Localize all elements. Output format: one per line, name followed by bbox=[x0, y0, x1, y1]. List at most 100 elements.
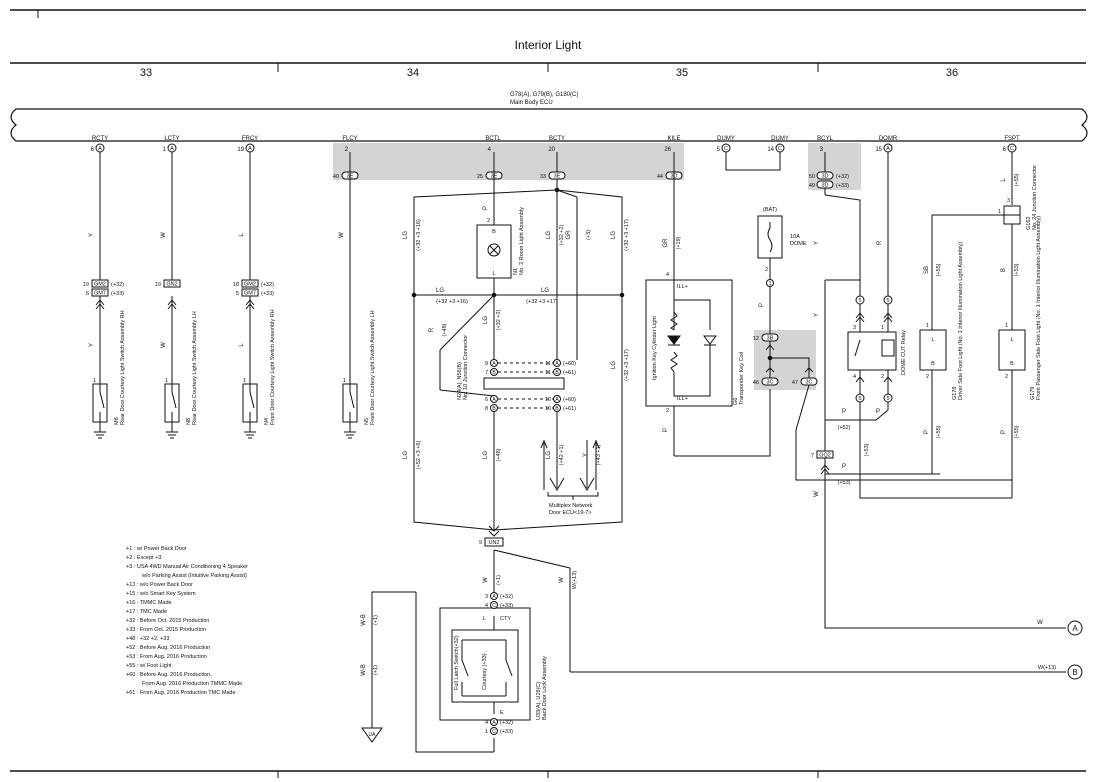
svg-text:11: 11 bbox=[545, 361, 551, 367]
junction-3b: 3B 3C 3C 12 46 47 bbox=[753, 333, 1012, 481]
svg-text:(+32): (+32) bbox=[500, 720, 513, 726]
svg-text:+13 : w/o Power Back Door: +13 : w/o Power Back Door bbox=[126, 582, 193, 588]
svg-text:5: 5 bbox=[858, 298, 861, 304]
svg-text:CTY: CTY bbox=[500, 616, 511, 622]
svg-text:19: 19 bbox=[155, 282, 161, 288]
svg-text:7: 7 bbox=[485, 370, 488, 376]
wires bbox=[99, 152, 1066, 753]
svg-text:(+53): (+53) bbox=[1014, 263, 1020, 276]
svg-text:10: 10 bbox=[545, 406, 551, 412]
svg-text:A: A bbox=[170, 146, 174, 152]
svg-text:5: 5 bbox=[886, 298, 889, 304]
svg-text:2: 2 bbox=[666, 408, 669, 414]
svg-text:4: 4 bbox=[485, 720, 488, 726]
svg-text:P: P bbox=[759, 303, 765, 307]
svg-text:3C: 3C bbox=[766, 380, 773, 386]
svg-text:(+33): (+33) bbox=[500, 729, 513, 735]
svg-text:LG: LG bbox=[403, 451, 409, 459]
svg-text:(+19): (+19) bbox=[676, 236, 682, 249]
svg-text:49: 49 bbox=[809, 183, 815, 189]
svg-text:G162: G162 bbox=[1026, 217, 1032, 230]
svg-text:9: 9 bbox=[485, 361, 488, 367]
svg-text:ILL+: ILL+ bbox=[677, 396, 688, 402]
svg-text:5: 5 bbox=[858, 396, 861, 402]
svg-text:P: P bbox=[1001, 430, 1007, 434]
door-switches: 1 1 1 1 M6 Rear Door Courtesy Light Swit… bbox=[92, 309, 376, 439]
svg-text:R: R bbox=[877, 240, 883, 245]
foot-light-g178: L B 1 2 G178 Driver Side Foot Light (No.… bbox=[860, 242, 964, 475]
svg-text:(+60): (+60) bbox=[563, 361, 576, 367]
svg-text:P: P bbox=[483, 206, 489, 210]
svg-text:W-B: W-B bbox=[361, 664, 367, 676]
ecu-connector-codes: G78(A), G79(B), G180(C) bbox=[510, 92, 578, 98]
svg-text:+2 : Except +3: +2 : Except +3 bbox=[126, 555, 161, 561]
svg-text:40: 40 bbox=[333, 174, 339, 180]
room-light-n1: 2 B L N1 No. 2 Room Light Assembly bbox=[411, 187, 625, 298]
svg-text:B: B bbox=[492, 406, 496, 412]
svg-text:+60 : Before Aug. 2016 Product: +60 : Before Aug. 2016 Production, bbox=[126, 672, 212, 678]
pin-label: DUMY bbox=[717, 136, 735, 142]
svg-text:SB: SB bbox=[924, 266, 930, 274]
svg-text:1: 1 bbox=[165, 378, 168, 384]
svg-text:W: W bbox=[161, 232, 167, 238]
svg-text:1: 1 bbox=[243, 378, 246, 384]
pin-label: FLCY bbox=[342, 136, 357, 142]
svg-text:B: B bbox=[1010, 361, 1014, 367]
svg-text:10: 10 bbox=[545, 397, 551, 403]
svg-text:W: W bbox=[814, 491, 820, 497]
pin-label: DUMY bbox=[771, 136, 789, 142]
svg-text:3: 3 bbox=[820, 147, 824, 153]
svg-text:+3 : USA 4WD Manual Air Condit: +3 : USA 4WD Manual Air Conditioning 4 S… bbox=[126, 564, 248, 570]
off-page-a: A bbox=[1072, 624, 1078, 633]
svg-text:+15 : w/o Smart Key System: +15 : w/o Smart Key System bbox=[126, 591, 196, 597]
svg-text:20: 20 bbox=[548, 147, 555, 153]
svg-text:2: 2 bbox=[345, 147, 349, 153]
page-number: 34 bbox=[407, 67, 419, 79]
svg-text:(+53): (+53) bbox=[838, 480, 851, 486]
svg-text:GM2: GM2 bbox=[244, 282, 256, 288]
back-door-lock: A C A C 3 4 (+32) (+33) 4 1 (+32) (+33) … bbox=[439, 592, 548, 735]
ecu-name: Main Body ECU bbox=[510, 100, 553, 106]
svg-text:(+53): (+53) bbox=[864, 443, 870, 456]
svg-text:From Aug. 2016 Production TMMC: From Aug. 2016 Production TMMC Made bbox=[142, 681, 242, 687]
svg-text:2: 2 bbox=[881, 374, 884, 380]
svg-text:UA: UA bbox=[369, 732, 377, 738]
svg-text:W(+13): W(+13) bbox=[1038, 665, 1056, 671]
svg-text:P: P bbox=[924, 430, 930, 434]
diagram-title: Interior Light bbox=[515, 38, 582, 52]
svg-text:(+32): (+32) bbox=[261, 282, 274, 288]
svg-text:3: 3 bbox=[853, 325, 856, 331]
svg-text:W: W bbox=[559, 577, 565, 583]
svg-text:(+32): (+32) bbox=[836, 174, 849, 180]
svg-text:Rear Door Courtesy Light Switc: Rear Door Courtesy Light Switch Assembly… bbox=[120, 310, 126, 425]
svg-text:47: 47 bbox=[792, 380, 798, 386]
dome-cut-relay: 5 5 5 5 3 1 4 2 DOME CUT Relay bbox=[824, 188, 1066, 629]
svg-text:2: 2 bbox=[765, 267, 768, 273]
svg-text:(+42 +1): (+42 +1) bbox=[559, 444, 565, 465]
svg-text:N1: N1 bbox=[513, 268, 519, 275]
foot-light-g179: L B 1 2 G179 Front Passenger Side Foot L… bbox=[859, 216, 1042, 499]
page-number: 35 bbox=[676, 67, 688, 79]
svg-text:Front Door Courtesy Light Swit: Front Door Courtesy Light Switch Assembl… bbox=[270, 309, 276, 425]
svg-text:LG: LG bbox=[541, 288, 549, 294]
svg-text:A: A bbox=[555, 397, 559, 403]
un2-connector: UN2 9 bbox=[479, 525, 504, 547]
svg-text:6: 6 bbox=[1003, 147, 1007, 153]
page-number: 33 bbox=[140, 67, 152, 79]
svg-text:50: 50 bbox=[809, 174, 815, 180]
door-switch-n5 bbox=[342, 380, 358, 439]
main-body-ecu: G78(A), G79(B), G180(C) Main Body ECU bbox=[10, 92, 1088, 142]
svg-text:+1 : w/ Power Back Door: +1 : w/ Power Back Door bbox=[126, 546, 187, 552]
svg-text:+55 : w/ Foot Light: +55 : w/ Foot Light bbox=[126, 663, 172, 669]
junction-shade bbox=[808, 143, 861, 190]
svg-text:1: 1 bbox=[998, 209, 1001, 215]
svg-text:+16 : TMMC Made: +16 : TMMC Made bbox=[126, 600, 172, 606]
svg-text:LG: LG bbox=[436, 288, 444, 294]
svg-text:L: L bbox=[239, 233, 245, 237]
svg-text:(+1): (+1) bbox=[373, 665, 379, 675]
svg-text:(+33): (+33) bbox=[111, 291, 124, 297]
svg-text:+52 : Before Aug. 2016 Product: +52 : Before Aug. 2016 Production bbox=[126, 645, 210, 651]
door-switch-m6 bbox=[92, 380, 108, 439]
svg-text:+17 : TMC Made: +17 : TMC Made bbox=[126, 609, 167, 615]
svg-text:GR: GR bbox=[663, 238, 669, 248]
